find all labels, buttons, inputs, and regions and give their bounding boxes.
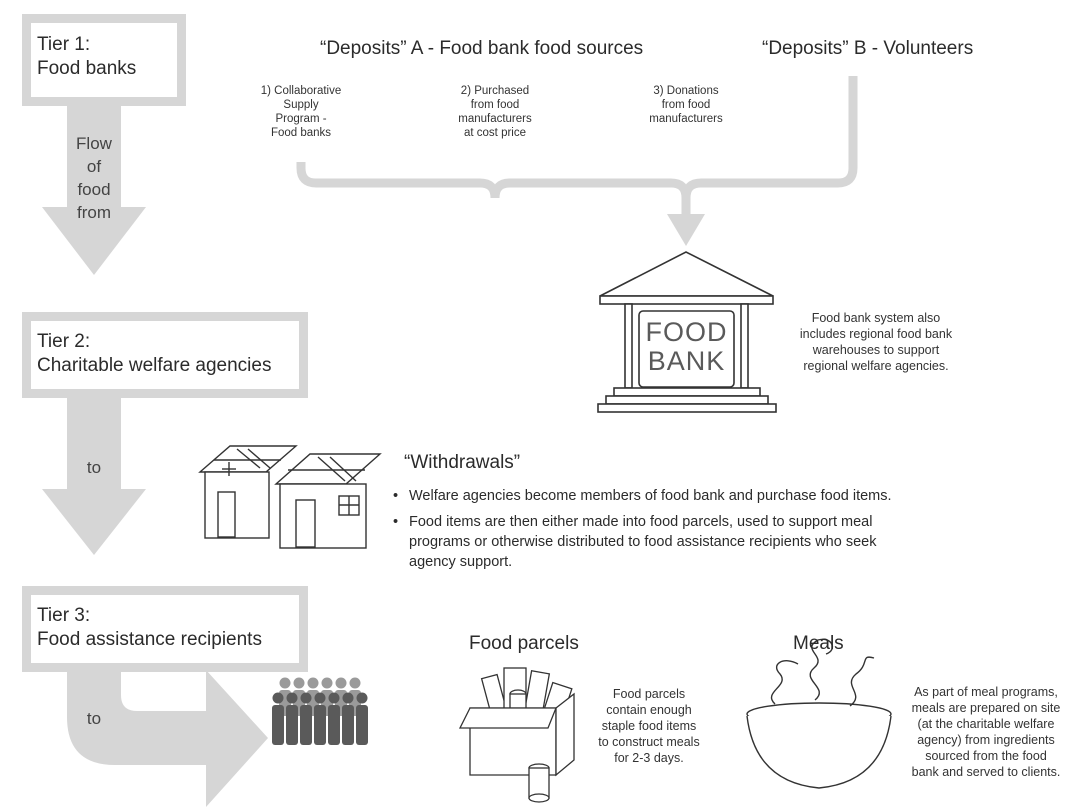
food-bank-building-icon [597, 251, 777, 413]
source-collaborative-supply: 1) Collaborative Supply Program - Food b… [260, 85, 342, 139]
bracket-arrowhead [667, 214, 705, 246]
flow-arrow-1 [42, 103, 146, 275]
sign-line-2: BANK [647, 346, 726, 376]
food-parcel-box-icon [458, 667, 575, 803]
flow-arrow-2 [42, 385, 146, 555]
meals-note: As part of meal programs, meals are prep… [911, 685, 1061, 779]
tier-2-box [22, 312, 308, 398]
food-bank-sign: FOOD BANK [639, 318, 734, 376]
sources-bracket [296, 76, 858, 218]
withdrawals-bullets: Welfare agencies become members of food … [391, 486, 921, 578]
meals-title: Meals [793, 633, 844, 654]
withdrawals-bullet-1: Welfare agencies become members of food … [391, 486, 921, 506]
recipients-crowd-icon [272, 677, 368, 745]
flow-label-1: Flow of food from [76, 134, 112, 222]
tier-2-label: Tier 2: Charitable welfare agencies [37, 331, 272, 376]
food-parcels-note: Food parcels contain enough staple food … [598, 687, 700, 765]
tier-1-label: Tier 1: Food banks [37, 34, 137, 79]
withdrawals-bullet-2: Food items are then either made into foo… [391, 512, 921, 572]
tier-3-label: Tier 3: Food assistance recipients [37, 605, 262, 650]
meal-bowl-icon [746, 638, 892, 789]
food-bank-note: Food bank system also includes regional … [799, 311, 953, 373]
flow-arrow-3 [67, 663, 268, 807]
flow-label-2: to [86, 458, 102, 477]
source-donations: 3) Donations from food manufacturers [649, 85, 723, 125]
tier-1-box [22, 14, 186, 106]
withdrawals-title: “Withdrawals” [404, 452, 521, 473]
sign-line-1: FOOD [645, 317, 728, 347]
deposits-a-title: “Deposits” A - Food bank food sources [320, 38, 644, 59]
source-purchased: 2) Purchased from food manufacturers at … [458, 85, 532, 139]
deposits-b-title: “Deposits” B - Volunteers [762, 38, 974, 59]
welfare-agency-sheds-icon [198, 445, 382, 549]
tier-3-box [22, 586, 308, 672]
food-parcels-title: Food parcels [469, 633, 579, 654]
flow-label-3: to [86, 709, 102, 728]
